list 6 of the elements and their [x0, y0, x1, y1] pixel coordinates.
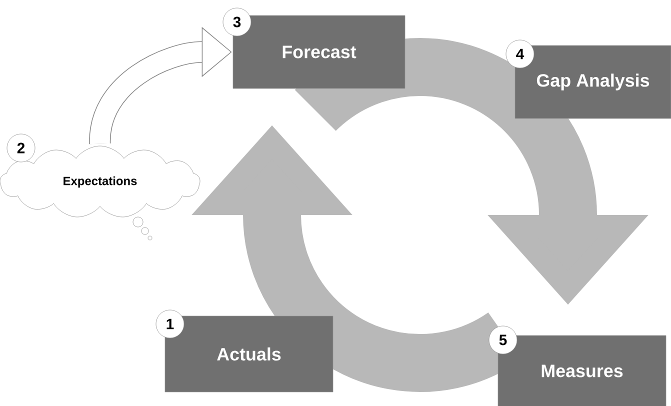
number-badge: 5	[488, 326, 518, 354]
number-badge: 4	[506, 40, 534, 68]
curved-arrow	[89, 26, 232, 144]
number-badge: 2	[6, 134, 36, 162]
number-badge: 3	[222, 8, 252, 36]
number-badge: 1	[156, 310, 184, 338]
